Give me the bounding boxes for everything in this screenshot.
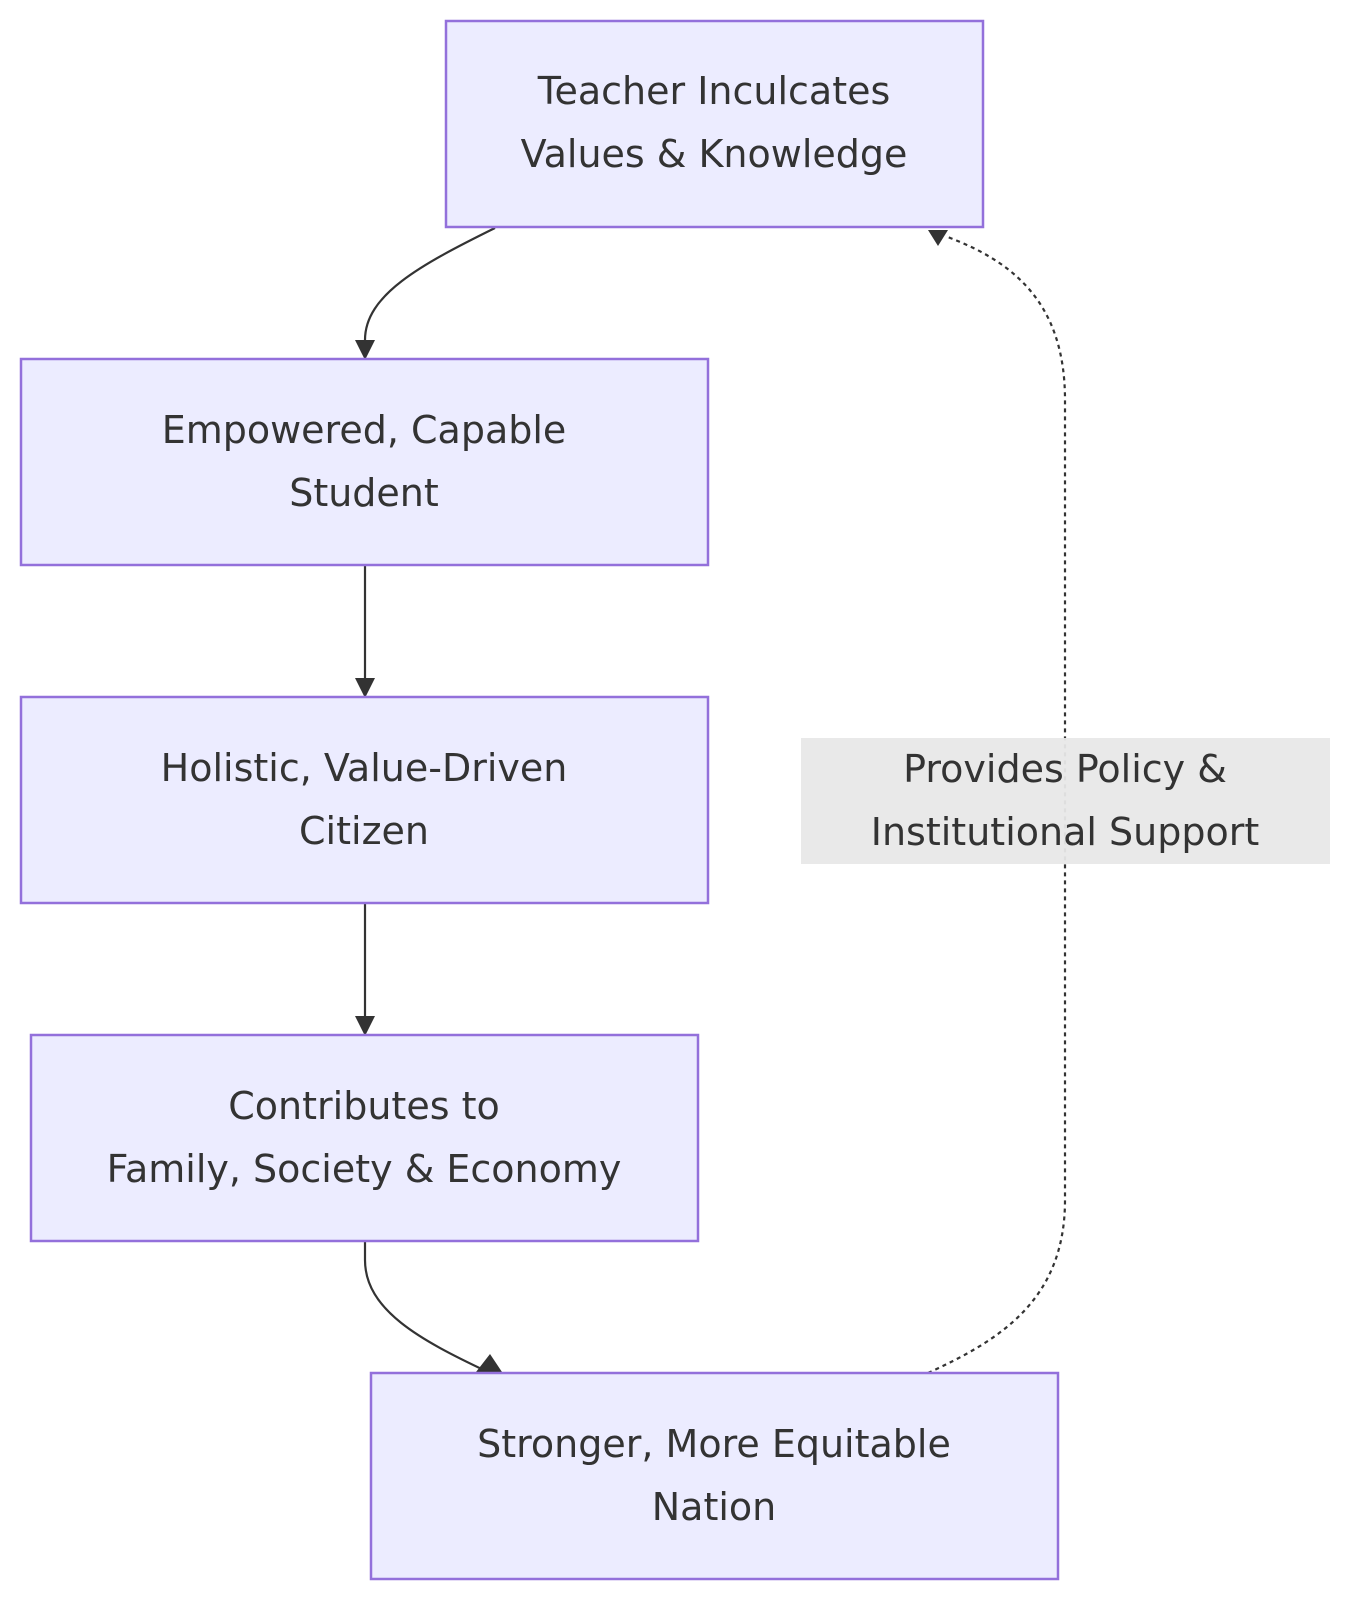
node-contributes-line-1: Contributes to xyxy=(228,1084,499,1128)
edge-teacher-to-student xyxy=(363,227,496,348)
edge-label-line-1: Provides Policy & xyxy=(903,747,1227,791)
edge-nation-to-teacher xyxy=(927,234,1067,1374)
node-student-box xyxy=(19,357,710,567)
arrowhead-teacher xyxy=(928,230,948,246)
node-teacher-box xyxy=(444,19,985,229)
node-student-line-2: Student xyxy=(289,471,439,515)
node-nation[interactable]: Stronger, More Equitable Nation xyxy=(369,1371,1060,1581)
node-teacher-line-2: Values & Knowledge xyxy=(521,132,908,176)
edges xyxy=(355,227,1067,1374)
arrowhead-nation xyxy=(476,1354,502,1372)
node-student[interactable]: Empowered, Capable Student xyxy=(19,357,710,567)
node-contributes-line-2: Family, Society & Economy xyxy=(107,1147,622,1191)
node-teacher[interactable]: Teacher Inculcates Values & Knowledge xyxy=(444,19,985,229)
arrowhead-contributes xyxy=(355,1016,375,1036)
arrowhead-citizen xyxy=(355,678,375,698)
edge-label-policy-support: Provides Policy & Institutional Support xyxy=(801,738,1330,864)
node-nation-line-2: Nation xyxy=(652,1485,777,1529)
node-contributes[interactable]: Contributes to Family, Society & Economy xyxy=(29,1033,700,1243)
edge-contributes-to-nation xyxy=(363,1242,489,1373)
arrowhead-student xyxy=(355,340,375,360)
node-student-line-1: Empowered, Capable xyxy=(162,408,567,452)
node-contributes-box xyxy=(29,1033,700,1243)
node-nation-line-1: Stronger, More Equitable xyxy=(477,1422,951,1466)
node-citizen-box xyxy=(19,695,710,905)
edge-label-line-2: Institutional Support xyxy=(871,810,1259,854)
node-nation-box xyxy=(369,1371,1060,1581)
edge-label-background xyxy=(801,738,1330,864)
node-citizen-line-2: Citizen xyxy=(299,809,429,853)
node-citizen[interactable]: Holistic, Value-Driven Citizen xyxy=(19,695,710,905)
node-citizen-line-1: Holistic, Value-Driven xyxy=(161,746,568,790)
node-teacher-line-1: Teacher Inculcates xyxy=(537,69,891,113)
